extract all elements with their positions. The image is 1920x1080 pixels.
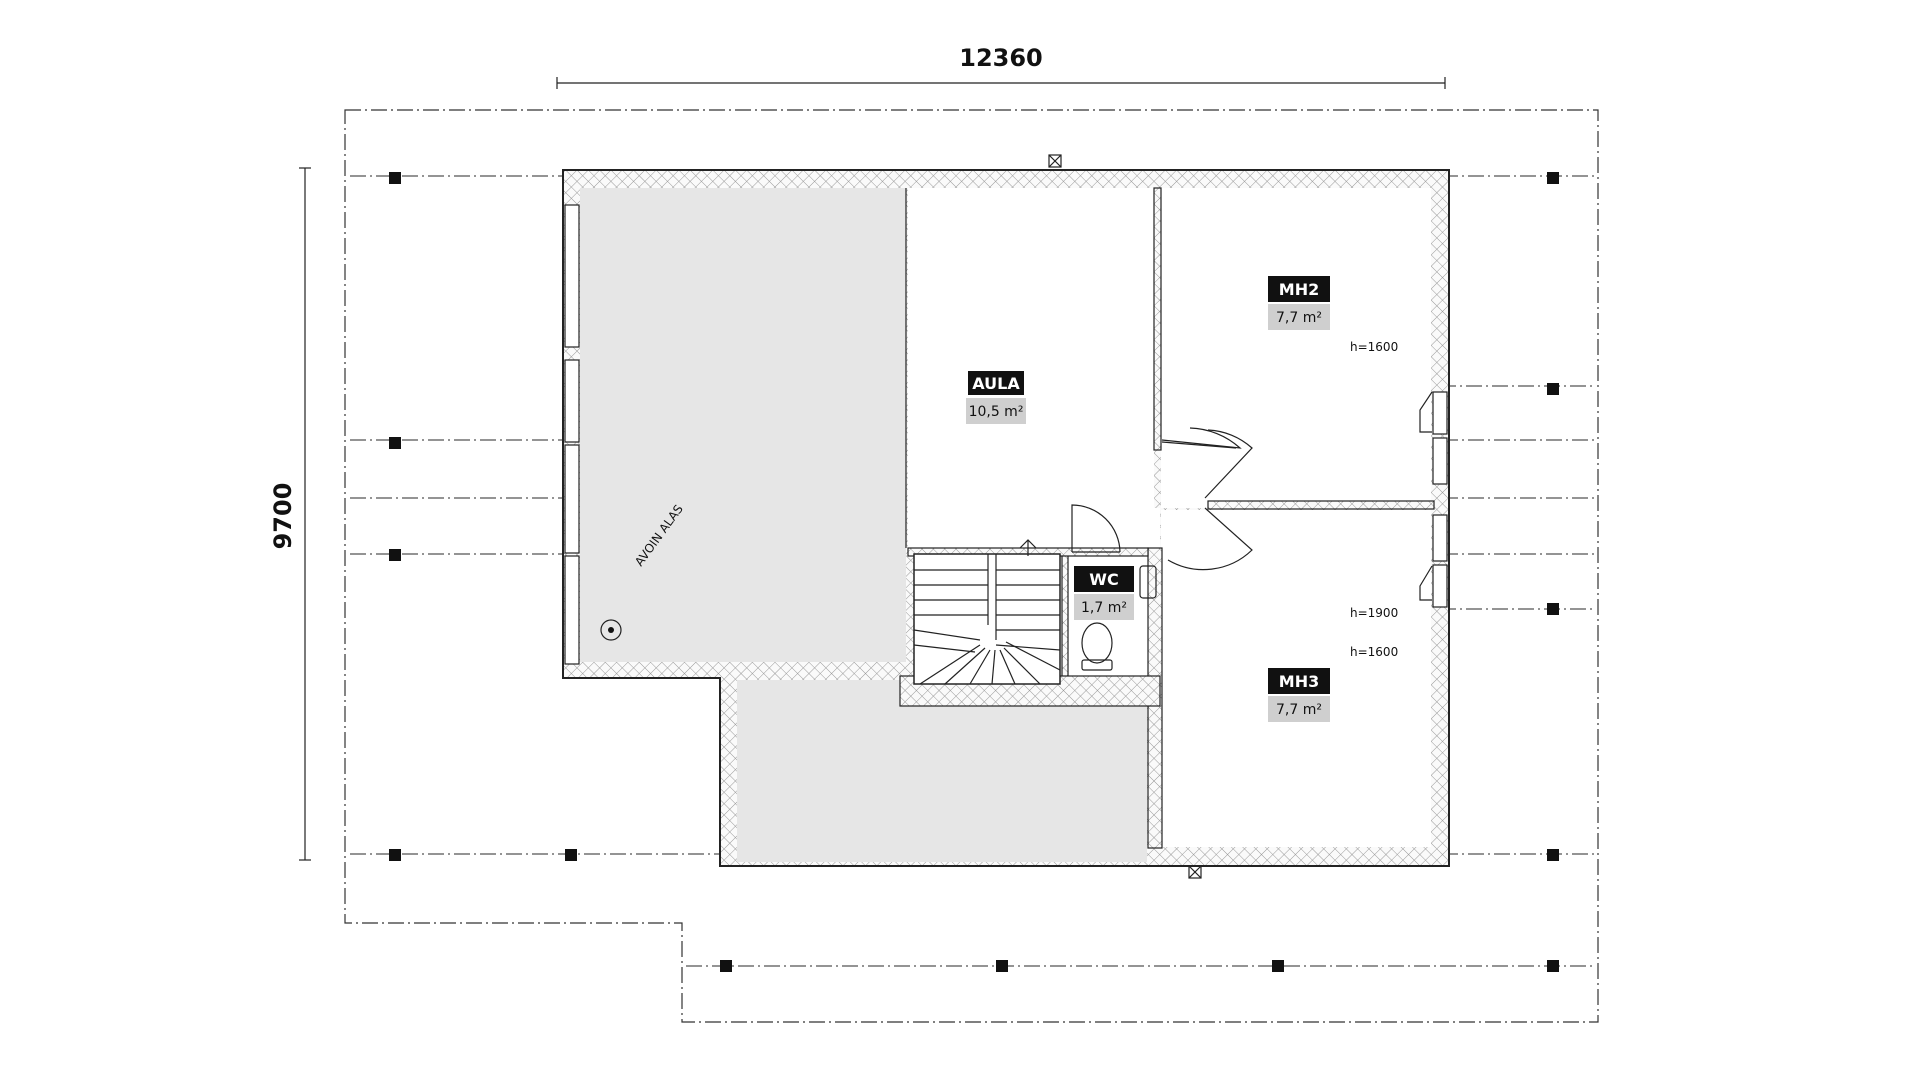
width-dimension-label: 12360 <box>959 44 1043 72</box>
height-note-1900: h=1900 <box>1350 606 1398 620</box>
room-name: MH3 <box>1279 672 1319 691</box>
windows-left <box>564 204 580 665</box>
building-walls <box>562 169 1450 867</box>
stairs <box>913 539 1061 685</box>
room-name: WC <box>1089 570 1118 589</box>
height-dimension: 9700 <box>269 167 311 861</box>
doors <box>1071 427 1253 571</box>
height-note-mh3: h=1600 <box>1350 645 1398 659</box>
room-area: 1,7 m² <box>1081 600 1127 616</box>
height-dimension-label: 9700 <box>269 483 297 550</box>
vent-markers <box>1048 154 1202 879</box>
room-label-wc: WC 1,7 m² <box>1074 566 1134 620</box>
site-outline <box>344 109 1599 1023</box>
room-name: AULA <box>972 374 1020 393</box>
room-label-aula: AULA 10,5 m² <box>966 371 1026 424</box>
room-name: MH2 <box>1279 280 1319 299</box>
room-area: 7,7 m² <box>1276 702 1322 718</box>
room-area: 7,7 m² <box>1276 310 1322 326</box>
height-note-mh2: h=1600 <box>1350 340 1398 354</box>
grid-markers <box>389 172 1559 972</box>
room-label-mh3: MH3 7,7 m² <box>1268 668 1330 722</box>
room-area: 10,5 m² <box>969 404 1024 420</box>
room-label-mh2: MH2 7,7 m² <box>1268 276 1330 330</box>
drain-symbol <box>600 619 622 641</box>
width-dimension: 12360 <box>556 44 1446 89</box>
windows-right <box>1419 391 1448 608</box>
wc-fixtures <box>1081 565 1157 671</box>
